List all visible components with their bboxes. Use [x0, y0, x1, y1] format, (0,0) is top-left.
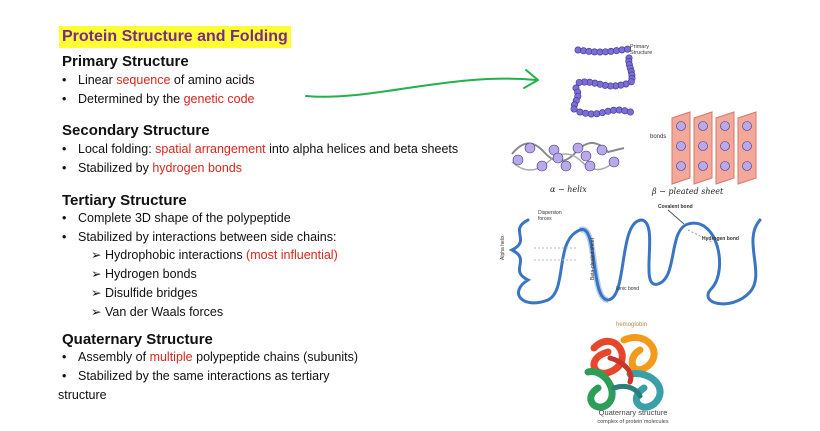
sheet-residues-icon: [676, 121, 752, 171]
tertiary-beta-label: Beta-pleated sheet: [590, 237, 596, 280]
quaternary-caption-2: complex of protein molecules: [597, 419, 668, 425]
tertiary-hydrogen-label: Hydrogen bond: [702, 236, 739, 242]
tertiary-sublist: ➢Hydrophobic interactions (most influent…: [87, 246, 338, 322]
tertiary-heading: Tertiary Structure: [62, 192, 187, 209]
primary-structure-figure: Primary Structure: [570, 44, 652, 118]
list-item: •Linear sequence of amino acids: [62, 73, 255, 87]
primary-list: •Linear sequence of amino acids •Determi…: [58, 71, 255, 109]
list-item: •Stabilized by interactions between side…: [62, 230, 337, 244]
slide-title: Protein Structure and Folding: [59, 26, 291, 48]
tertiary-alpha-label: Alpha helix: [500, 235, 506, 260]
quaternary-list: •Assembly of multiple polypeptide chains…: [58, 348, 358, 386]
list-item: •Complete 3D shape of the polypeptide: [62, 211, 291, 225]
tertiary-covalent-label: Covalent bond: [658, 204, 693, 210]
quaternary-continuation: structure: [58, 388, 107, 402]
secondary-heading: Secondary Structure: [62, 122, 210, 139]
hemoglobin-ribbon-icon: [584, 334, 664, 411]
tertiary-dispersion-label-2: forces: [538, 216, 552, 222]
primary-figure-label-2: Structure: [630, 50, 652, 56]
beta-bonds-label: bonds: [650, 134, 666, 140]
beta-sheet-figure: bonds β − pleated sheet: [650, 111, 757, 196]
quaternary-heading: Quaternary Structure: [62, 331, 213, 348]
list-item: ➢Hydrophobic interactions (most influent…: [91, 248, 338, 262]
list-item: •Stabilized by hydrogen bonds: [62, 161, 243, 175]
tertiary-structure-figure: Alpha helix Beta-pleated sheet Dispersio…: [500, 204, 762, 306]
alpha-helix-caption: α − helix: [550, 185, 587, 194]
list-item: ➢Hydrogen bonds: [91, 267, 197, 281]
quaternary-caption-1: Quaternary structure: [599, 408, 668, 417]
hemoglobin-label: hemoglobin: [616, 322, 647, 328]
amino-acid-chain-icon: [570, 45, 636, 118]
tertiary-dispersion-label-1: Dispersion: [538, 210, 562, 216]
list-item: ➢Van der Waals forces: [91, 305, 224, 319]
list-item: ➢Disulfide bridges: [91, 286, 198, 300]
beta-sheet-caption: β − pleated sheet: [651, 187, 724, 196]
tertiary-list: •Complete 3D shape of the polypeptide •S…: [58, 209, 336, 247]
pointer-arrow: [305, 69, 539, 98]
list-item: •Determined by the genetic code: [62, 92, 255, 106]
alpha-helix-figure: α − helix: [511, 142, 625, 194]
helix-residues-icon: [512, 142, 620, 172]
list-item: •Assembly of multiple polypeptide chains…: [62, 350, 359, 364]
tertiary-ionic-label: Ionic bond: [616, 286, 639, 292]
list-item: •Local folding: spatial arrangement into…: [62, 142, 459, 156]
list-item: •Stabilized by the same interactions as …: [62, 369, 330, 383]
primary-heading: Primary Structure: [62, 53, 189, 70]
primary-figure-label-1: Primary: [630, 44, 649, 50]
secondary-list: •Local folding: spatial arrangement into…: [58, 140, 458, 178]
quaternary-structure-figure: hemoglobin Quaternary structure complex …: [584, 322, 669, 425]
